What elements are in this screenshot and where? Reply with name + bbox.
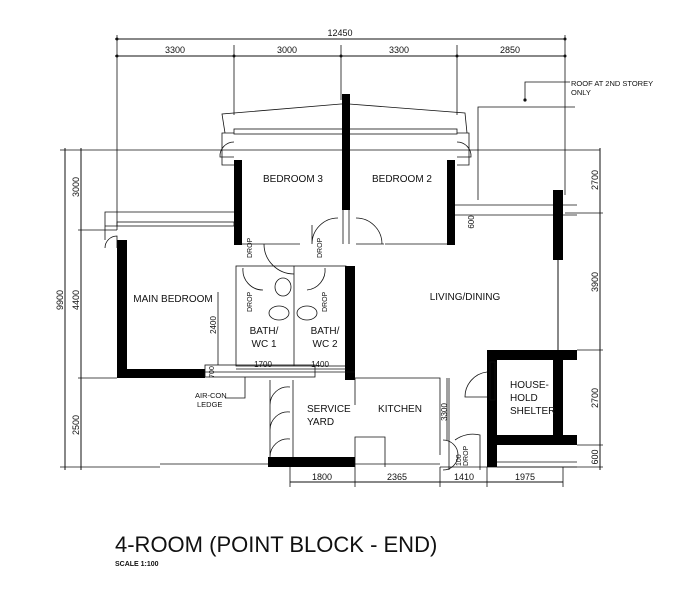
- dim-right-4: 600: [590, 449, 600, 464]
- drop-markers: DROP DROP DROP DROP DROP: [247, 237, 470, 466]
- right-dimensions: 2700 3900 2700 600 600: [440, 148, 603, 470]
- dim-total-width: 12450: [327, 28, 352, 38]
- label-bath-wc2-l1: BATH/: [311, 326, 340, 337]
- dim-right-3: 2700: [590, 388, 600, 408]
- aircon-ledge-l2: LEDGE: [197, 400, 222, 409]
- label-shelter-l1: HOUSE-: [510, 380, 549, 391]
- dim-right-2: 3900: [590, 272, 600, 292]
- dim-right-1: 2700: [590, 170, 600, 190]
- dim-bath-w2: 1400: [311, 360, 329, 369]
- label-kitchen: KITCHEN: [378, 404, 422, 415]
- aircon-ledge-l1: AIR-CON: [195, 391, 227, 400]
- inner-dimensions: 2400 1700 1400 700 AIR-CON LEDGE 3300 10…: [195, 292, 463, 470]
- dim-drop-100: 100: [456, 454, 463, 466]
- dim-ledge: 700: [209, 366, 216, 378]
- bottom-dimensions: 1800 2365 1410 1975: [289, 467, 564, 487]
- label-shelter-l2: HOLD: [510, 393, 538, 404]
- label-bedroom-3: BEDROOM 3: [263, 174, 323, 185]
- label-bedroom-2: BEDROOM 2: [372, 174, 432, 185]
- dim-kitchen-depth: 3300: [440, 403, 449, 421]
- dim-bottom-3: 1410: [454, 472, 474, 482]
- plan-title: 4-ROOM (POINT BLOCK - END): [115, 532, 437, 557]
- label-bath-wc1-l1: BATH/: [250, 326, 279, 337]
- dim-left-2: 4400: [71, 290, 81, 310]
- label-bath-wc1-l2: WC 1: [252, 339, 277, 350]
- drop-label-1: DROP: [247, 237, 254, 258]
- drop-label-2: DROP: [317, 237, 324, 258]
- label-main-bedroom: MAIN BEDROOM: [133, 294, 212, 305]
- dim-top-4: 2850: [500, 45, 520, 55]
- label-bath-wc2-l2: WC 2: [313, 339, 338, 350]
- walls: [104, 94, 577, 471]
- dim-total-depth: 9900: [55, 290, 65, 310]
- drop-label-5: DROP: [463, 445, 470, 466]
- label-shelter-l3: SHELTER: [510, 406, 555, 417]
- dim-bottom-4: 1975: [515, 472, 535, 482]
- dim-bath-height: 2400: [209, 316, 218, 334]
- dim-bottom-2: 2365: [387, 472, 407, 482]
- room-labels: BEDROOM 3 BEDROOM 2 MAIN BEDROOM LIVING/…: [133, 174, 555, 428]
- dim-bath-w1: 1700: [254, 360, 272, 369]
- drop-label-3: DROP: [247, 291, 254, 312]
- roof-note-line2: ONLY: [571, 88, 591, 97]
- dim-left-1: 3000: [71, 177, 81, 197]
- label-service-yard-l2: YARD: [307, 417, 334, 428]
- dim-bottom-1: 1800: [312, 472, 332, 482]
- top-dimensions: 12450 3300 3000 3300 2850: [115, 28, 567, 230]
- roof-note: ROOF AT 2ND STOREY ONLY: [221, 79, 653, 200]
- dim-top-3: 3300: [389, 45, 409, 55]
- plan-scale: SCALE 1:100: [115, 561, 159, 568]
- dim-top-1: 3300: [165, 45, 185, 55]
- roof-note-line1: ROOF AT 2ND STOREY: [571, 79, 653, 88]
- left-dimensions: 9900 3000 4400 2500: [55, 148, 600, 470]
- label-service-yard-l1: SERVICE: [307, 404, 351, 415]
- label-living-dining: LIVING/DINING: [430, 292, 501, 303]
- drop-label-4: DROP: [322, 291, 329, 312]
- dim-600-inner: 600: [467, 215, 476, 229]
- dim-left-3: 2500: [71, 415, 81, 435]
- dim-top-2: 3000: [277, 45, 297, 55]
